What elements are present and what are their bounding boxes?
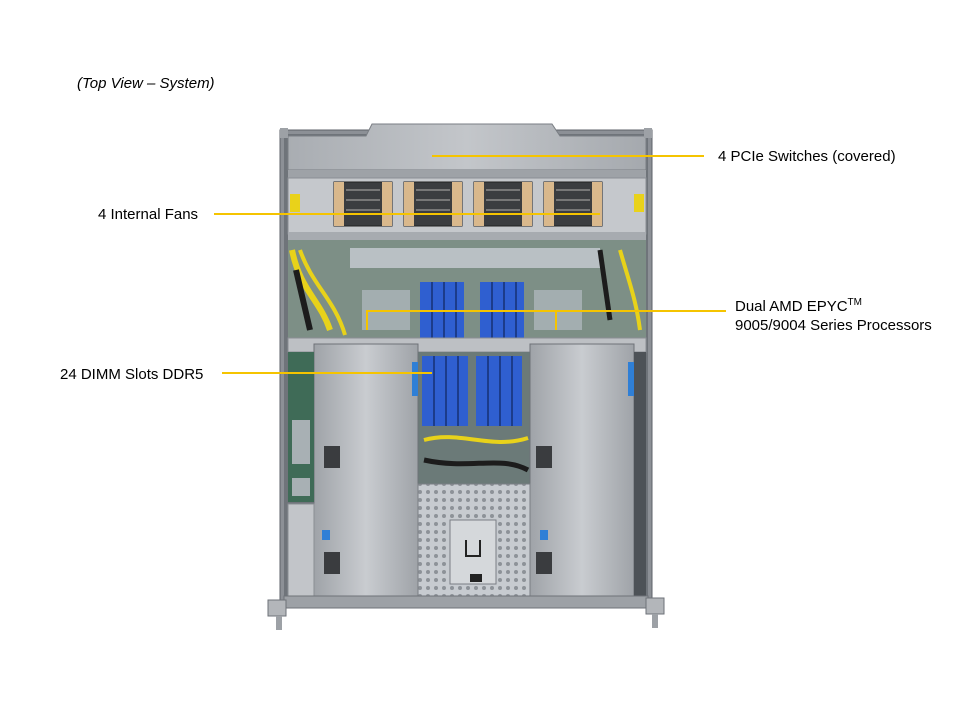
trademark-mark: TM xyxy=(847,297,862,308)
pcie-switch-cover xyxy=(287,123,647,178)
callout-processors-line1: Dual AMD EPYC xyxy=(735,298,848,315)
fan-2-icon xyxy=(403,181,463,227)
center-drive-bay xyxy=(417,483,531,597)
leader-line-cpu-right-drop xyxy=(555,310,557,330)
left-riser-cage xyxy=(313,343,419,597)
center-dimm-area xyxy=(418,352,530,484)
fan-3-icon xyxy=(473,181,533,227)
callout-processors-line2: 9005/9004 Series Processors xyxy=(735,317,932,334)
callout-dimm-slots: 24 DIMM Slots DDR5 xyxy=(60,366,204,383)
motherboard-area xyxy=(288,240,646,340)
rear-handle-left xyxy=(280,128,288,138)
right-riser-cage xyxy=(529,343,635,597)
leader-line-dimm xyxy=(222,372,432,374)
fan-1-icon xyxy=(333,181,393,227)
right-side-strip xyxy=(634,352,646,598)
front-bezel xyxy=(267,595,665,630)
leader-line-pcie xyxy=(432,155,704,157)
figure-caption: (Top View – System) xyxy=(77,75,215,92)
callout-processors: Dual AMD EPYCTM 9005/9004 Series Process… xyxy=(735,293,932,335)
leader-line-fans xyxy=(214,213,600,215)
fan-4-icon xyxy=(543,181,603,227)
leader-line-cpu-left-drop xyxy=(366,310,368,330)
leader-line-cpu-horizontal xyxy=(366,310,726,312)
callout-pcie-switches: 4 PCIe Switches (covered) xyxy=(718,148,896,165)
callout-internal-fans: 4 Internal Fans xyxy=(98,206,199,223)
rear-handle-right xyxy=(644,128,652,138)
left-io-board xyxy=(287,352,315,601)
